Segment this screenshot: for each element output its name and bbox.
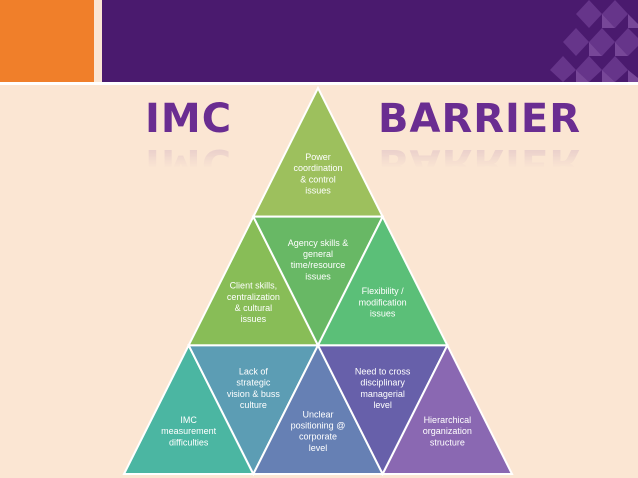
title-imc: IMC (145, 96, 233, 142)
pyramid-label-line: IMC (180, 415, 197, 425)
pyramid-label-line: coordination (293, 163, 342, 173)
pyramid-label-line: corporate (299, 432, 337, 442)
pyramid-label-line: Hierarchical (424, 415, 472, 425)
pyramid-label-line: issues (241, 314, 267, 324)
pyramid-label-line: vision & buss (227, 389, 281, 399)
pyramid-label-line: Flexibility / (362, 286, 405, 296)
pyramid-label-line: modification (359, 297, 407, 307)
pyramid-label-line: Power (305, 152, 331, 162)
diamond-pattern-decoration (550, 0, 638, 82)
pyramid-label-line: issues (370, 309, 396, 319)
pyramid-label-line: structure (430, 437, 465, 447)
title-barrier: BARRIER (378, 96, 582, 142)
pyramid-label-line: Client skills, (230, 281, 278, 291)
pyramid-label-line: & control (300, 174, 336, 184)
pyramid-label-line: positioning @ (291, 421, 346, 431)
pyramid-label-line: time/resource (291, 260, 346, 270)
pyramid-label-line: strategic (236, 378, 271, 388)
pyramid-label-line: managerial (360, 389, 405, 399)
pyramid-label-line: level (373, 400, 392, 410)
pyramid-label-line: culture (240, 400, 267, 410)
pyramid-label-line: measurement (161, 426, 217, 436)
pyramid-label-line: general (303, 249, 333, 259)
pyramid-label-line: & cultural (235, 303, 273, 313)
purple-header-band (102, 0, 638, 82)
pyramid-label-line: organization (423, 426, 472, 436)
pyramid-segment-label: Flexibility /modification issues (359, 286, 407, 318)
pyramid-label-line: level (309, 443, 328, 453)
pyramid-label-line: disciplinary (360, 378, 405, 388)
pyramid-label-line: Unclear (302, 409, 333, 419)
header-gap (94, 0, 102, 82)
orange-corner-block (0, 0, 94, 82)
pyramid-label-line: Need to cross (355, 366, 411, 376)
header-divider (0, 82, 638, 85)
pyramid-label-line: Agency skills & (288, 238, 349, 248)
pyramid-label-line: issues (305, 186, 331, 196)
pyramid-label-line: Lack of (239, 366, 269, 376)
pyramid-label-line: issues (305, 271, 331, 281)
pyramid-label-line: difficulties (169, 437, 209, 447)
pyramid-segment-shape (381, 343, 514, 475)
pyramid-label-line: centralization (227, 292, 280, 302)
